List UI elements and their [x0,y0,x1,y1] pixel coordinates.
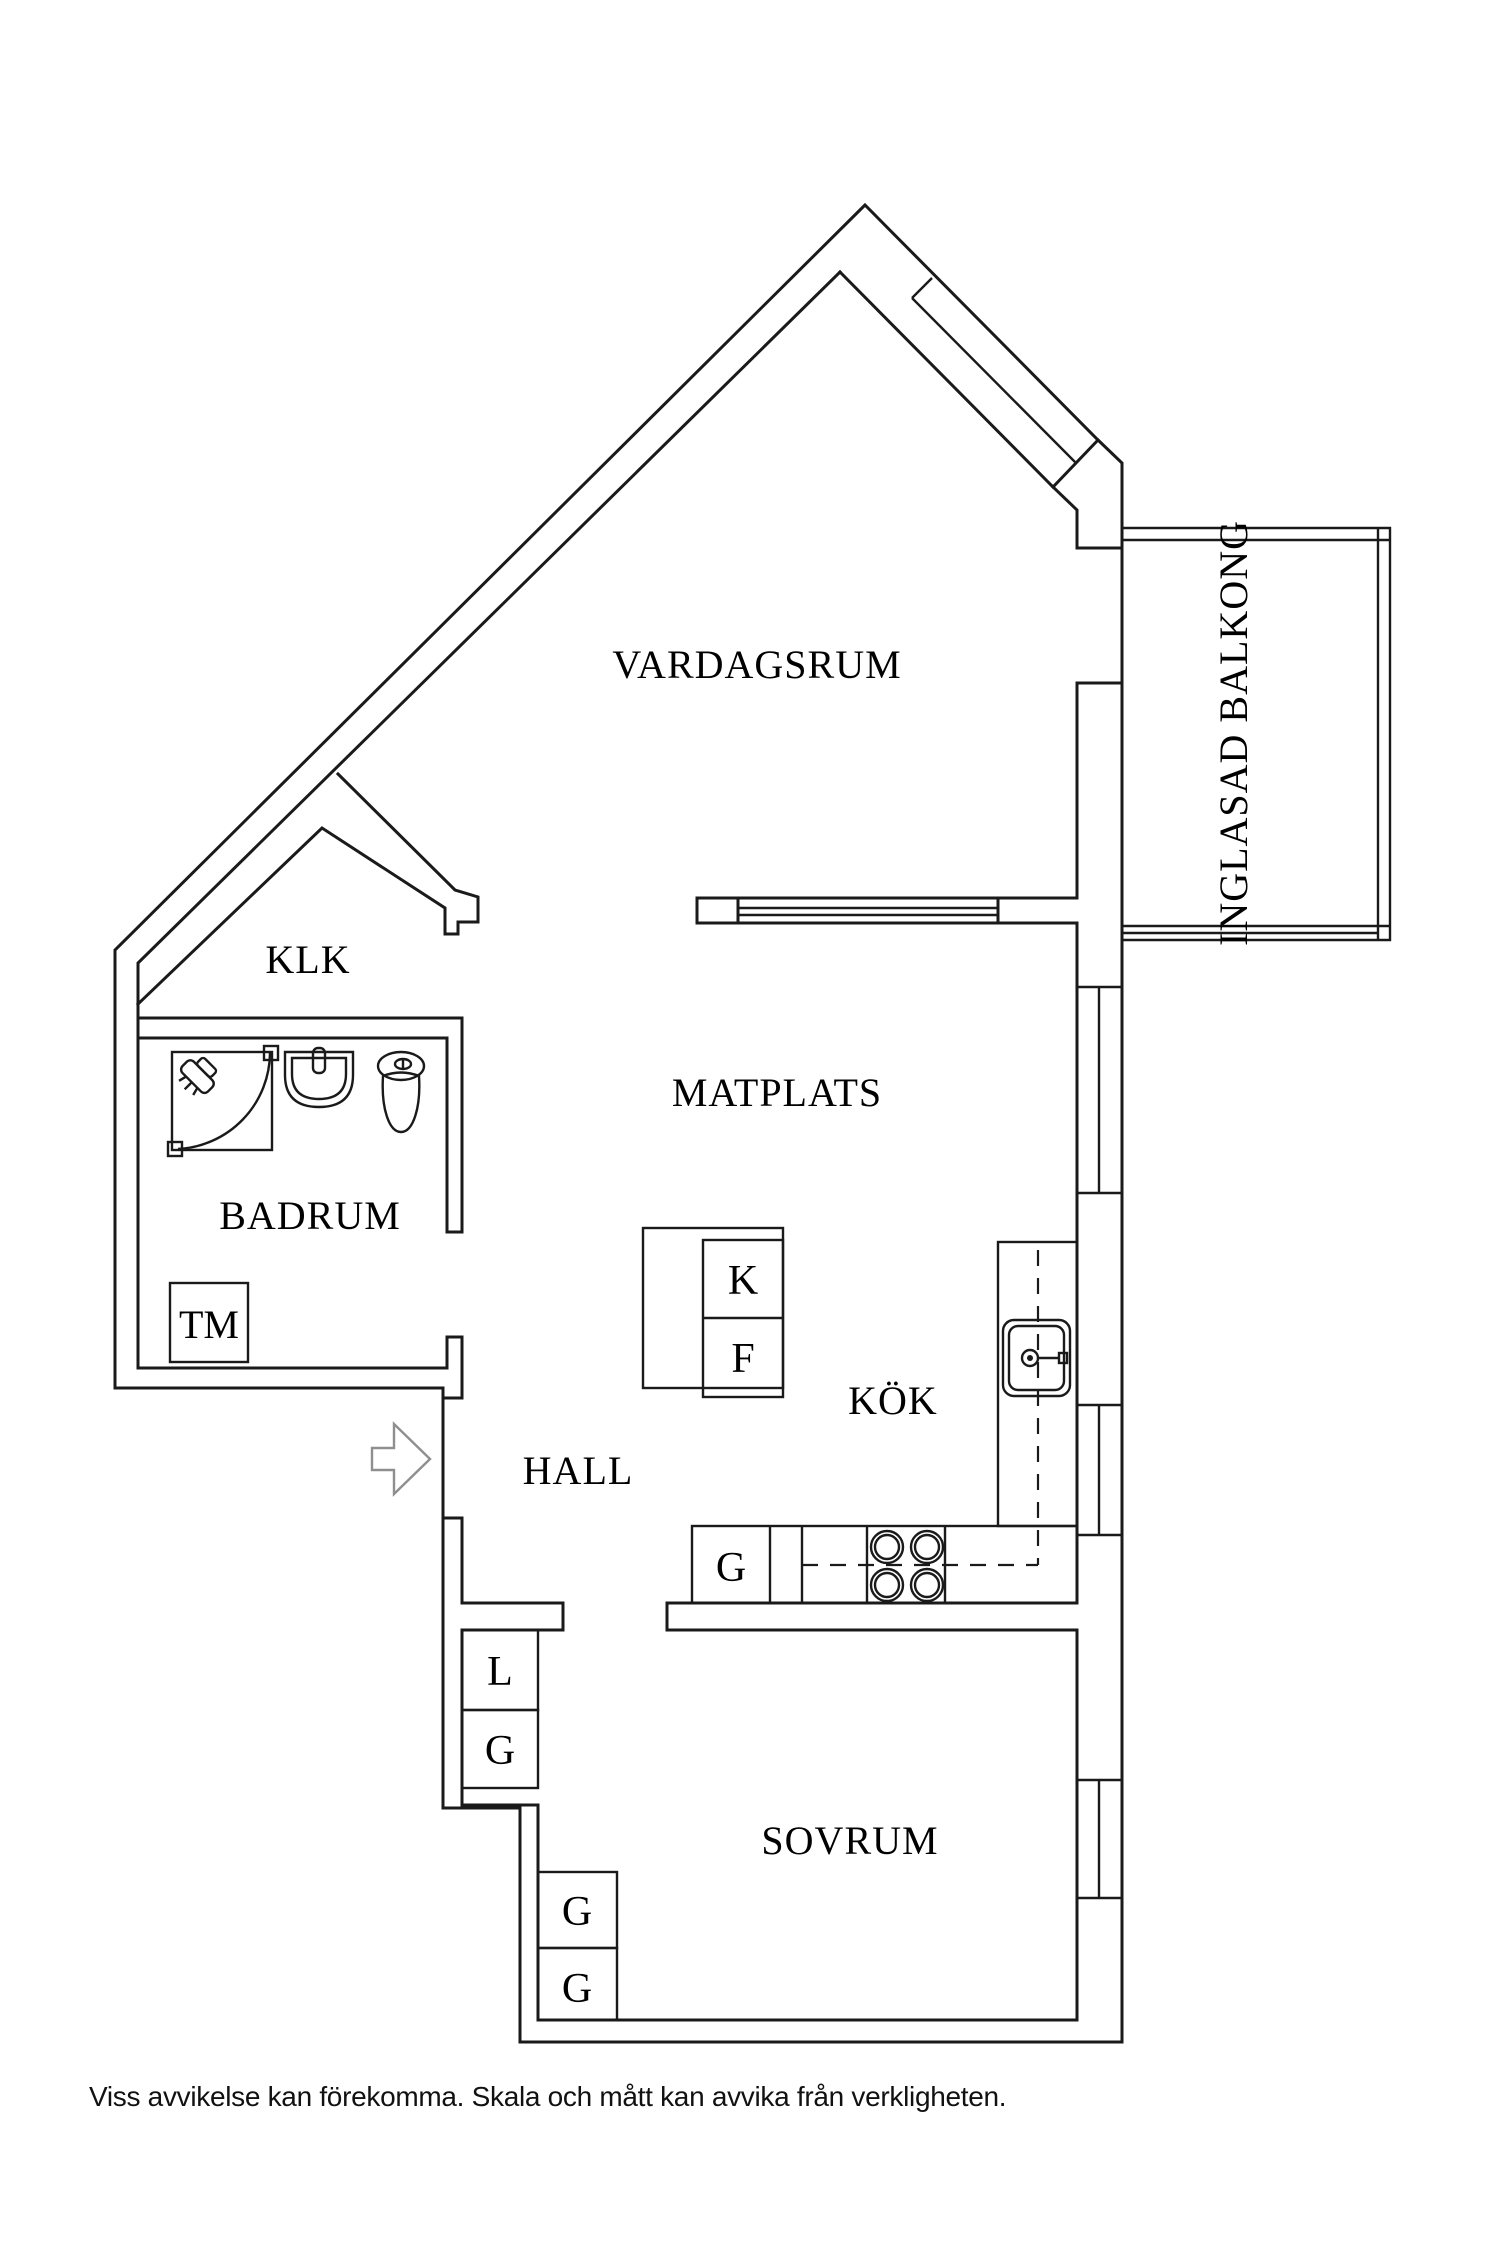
kf-counter-outline [641,1226,785,1390]
stove-icon [869,1529,945,1603]
fridge-freezer-unit [641,1226,785,1399]
klk-partition-wall [135,771,480,1007]
kok-sovrum-wall [665,1601,1079,1632]
label-garderob-sovrum-2: G [562,1966,592,2012]
label-tvattmaskin: TM [179,1302,239,1347]
exterior-wall-inner-left [136,269,843,1370]
balcony-glazing-outline [1122,526,1392,942]
diagonal-wall-end-block [1050,437,1124,550]
room-label-inglasad-balkong: INGLASAD BALKONG [1211,520,1256,946]
label-garderob-sovrum-1: G [562,1889,592,1935]
label-garderob-hall: G [485,1728,515,1774]
room-label-kok: KÖK [848,1378,938,1423]
hall-closet-wall [460,1601,565,1632]
matplats-window-glazing [738,906,998,917]
hall-wardrobe-box [460,1708,540,1790]
label-kyl: K [728,1258,758,1304]
matplats-east-window [1077,985,1122,1195]
kitchen-lower-counter [690,1524,1079,1605]
kitchen-sink-outer [1001,1318,1072,1398]
label-linneskap: L [487,1649,513,1695]
shower-icon [166,1044,280,1158]
badrum-east-wall [441,1016,464,1605]
entrance-arrow-icon [370,1421,432,1497]
label-frys: F [731,1336,754,1382]
exterior-wall-inner-right-diagonal [837,269,1056,490]
sovrum-wardrobe-box-2 [536,1946,619,2022]
vardagsrum-diagonal-window [911,277,1076,463]
badrum-north-wall [136,1016,464,1040]
washbasin-icon [283,1046,355,1109]
matplats-window-wall [695,896,1079,925]
room-label-matplats: MATPLATS [672,1070,882,1115]
kok-east-window [1077,1403,1122,1537]
room-label-sovrum: SOVRUM [761,1818,938,1863]
counter-dashed-lines [802,1250,1040,1567]
lower-counter-outline [690,1524,1079,1605]
kitchen-faucet-icon [1020,1348,1069,1368]
shower-head-icon [178,1056,218,1096]
basin-tap-icon [311,1046,327,1075]
kitchen-sink-inner [1007,1324,1066,1392]
room-label-badrum: BADRUM [219,1193,401,1238]
room-label-klk: KLK [265,937,350,982]
room-label-vardagsrum: VARDAGSRUM [612,642,901,687]
room-label-hall: HALL [523,1448,634,1493]
exterior-wall-outline [113,202,1124,2044]
disclaimer-text: Viss avvikelse kan förekomma. Skala och … [89,2081,1006,2112]
label-garderob-kok: G [716,1545,746,1591]
washing-machine-box [168,1281,250,1364]
sovrum-east-window [1077,1778,1122,1900]
toilet-icon [376,1050,426,1134]
